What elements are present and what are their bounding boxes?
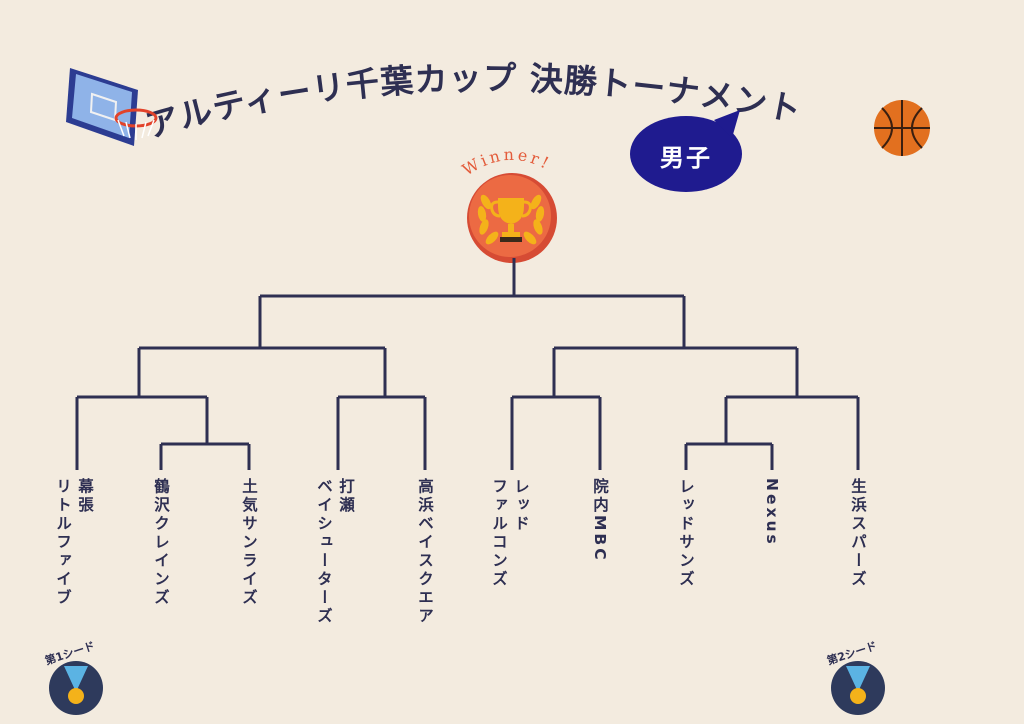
basketball-hoop-icon bbox=[66, 68, 158, 146]
bracket-right-a bbox=[510, 348, 602, 470]
team-utase: 打瀬 ベイシューターズ bbox=[315, 478, 355, 626]
team-takahama: 高浜ベイスクエア bbox=[416, 478, 434, 626]
category-bubble bbox=[630, 110, 742, 192]
team-tsuru: 鶴沢クレインズ bbox=[152, 478, 170, 608]
basketball-icon bbox=[874, 100, 930, 156]
bracket-left-a bbox=[75, 348, 251, 470]
tournament-title: アルティーリ千葉カップ 決勝トーナメント bbox=[141, 58, 804, 145]
team-makuhari: 幕張 リトルファイブ bbox=[54, 478, 94, 608]
bracket-left-semi bbox=[139, 296, 385, 350]
bracket-right-semi bbox=[554, 296, 797, 350]
category-label: 男子 bbox=[660, 144, 712, 172]
bracket-left-b bbox=[336, 348, 427, 470]
team-innai: 院内MBC bbox=[591, 478, 609, 563]
laurel-icon bbox=[477, 194, 545, 245]
team-nexus: Nexus bbox=[763, 478, 781, 547]
winner-trophy: Winner! bbox=[459, 145, 557, 263]
medal-icon bbox=[49, 661, 103, 715]
team-red-falcons: レッド ファルコンズ bbox=[490, 478, 530, 589]
medal-icon bbox=[831, 661, 885, 715]
trophy-icon bbox=[490, 198, 532, 242]
team-toki: 土気サンライズ bbox=[240, 478, 258, 608]
bracket-right-b bbox=[684, 348, 860, 470]
team-red-suns: レッドサンズ bbox=[677, 478, 695, 589]
team-oihama: 生浜スパーズ bbox=[849, 478, 867, 589]
